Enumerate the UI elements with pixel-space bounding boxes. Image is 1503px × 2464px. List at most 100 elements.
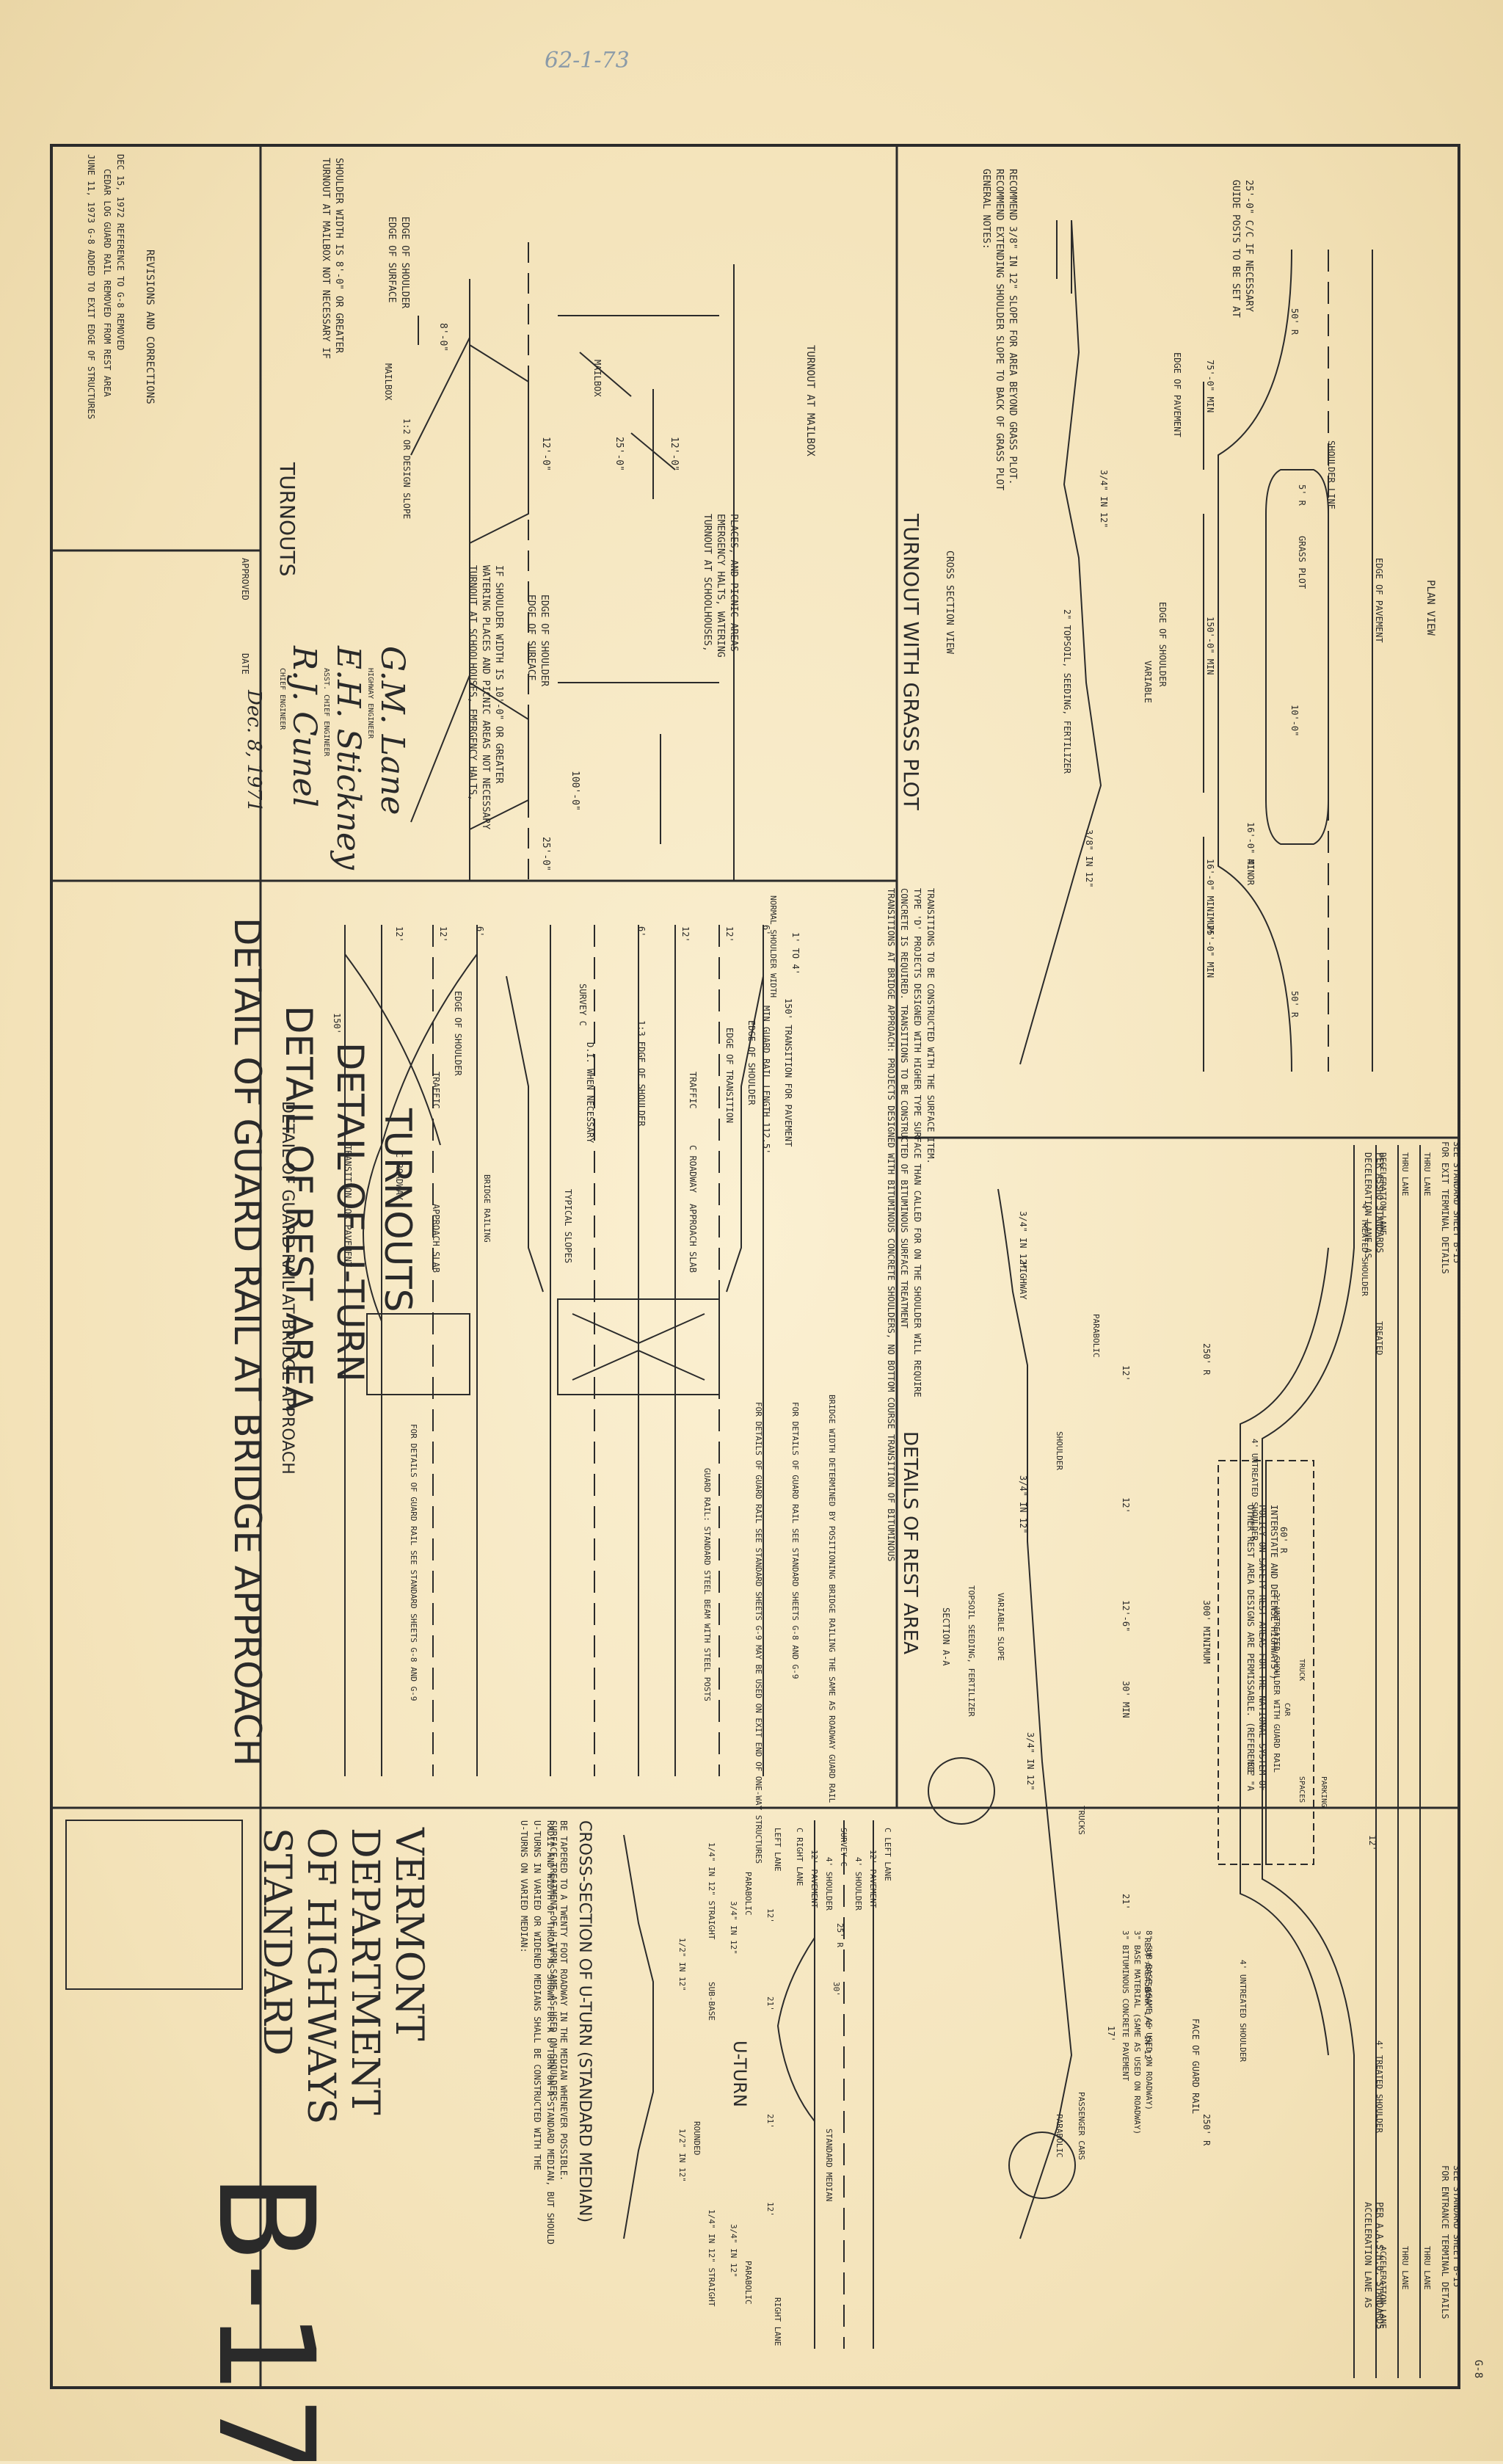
u-turn-labels: C LEFT LANE 12' PAVEMENT 4' SHOULDER SUR… <box>677 1828 892 2346</box>
u-turn-note: U-TURNS ON VARIED MEDIAN: <box>519 1820 529 1953</box>
dim-label: 3/4" IN 12" <box>1018 1211 1028 1269</box>
guard-rail-section: DETAIL OF GUARD RAIL AT BRIDGE APPROACH … <box>278 888 936 1864</box>
revisions-title: REVISIONS AND CORRECTIONS <box>144 250 156 404</box>
transition-pavement-label: TRANSITION FOR PAVEMENT <box>343 1145 353 1267</box>
bridge-railing-label: BRIDGE RAILING <box>482 1174 492 1243</box>
approach-slab-label: APPROACH SLAB <box>688 1204 698 1273</box>
dim-label: 250' R <box>1201 2114 1212 2146</box>
dim-label: 12' <box>1367 1835 1378 1851</box>
school-bottom-note: IF SHOULDER WIDTH IS 10'-0" OR GREATER <box>493 565 504 784</box>
title-line: TURNOUTS <box>376 1108 419 1312</box>
grass-plot-section-linework <box>1019 219 1102 1065</box>
rest-area-heading: DETAILS OF REST AREA <box>899 1431 921 1654</box>
dim-label: 12' <box>680 926 691 942</box>
dim-label: 75'-0" MIN <box>1205 360 1215 413</box>
topsoil-label: TOPSOIL SEEDING, FERTILIZER <box>967 1585 976 1717</box>
slope-label: 1/4" IN 12" STRAIGHT <box>707 2209 716 2307</box>
general-note: RECOMMEND 3/8" IN 12" SLOPE FOR AREA BEY… <box>1007 169 1018 484</box>
design-slope-label: 1:2 OR DESIGN SLOPE <box>401 418 412 519</box>
mailbox-note: TURNOUT AT MAILBOX NOT NECESSARY IF <box>320 158 331 359</box>
pavement-note: 3" BASE MATERIAL (SAME AS USED ON ROADWA… <box>1132 1930 1142 2134</box>
rest-area-section-linework <box>928 1188 1076 2239</box>
date-label: DATE <box>240 653 250 675</box>
shoulder-line-label: SHOULDER LINE <box>1326 440 1336 509</box>
dim-label: 6' <box>761 925 771 935</box>
school-bottom-note: WATERING PLACES AND PICNIC AREAS NOT NEC… <box>480 565 491 829</box>
lane-label: C LEFT LANE <box>883 1828 892 1881</box>
u-turn-section: U-TURN CROSS-SECTION OF U-TURN (STANDARD… <box>519 1820 892 2349</box>
roadway-label: C ROADWAY <box>394 1152 404 1201</box>
u-turn-note: U-TURNS IN VARIED OR WIDENED MEDIANS SHA… <box>532 1820 542 2170</box>
accel-note: PER A.A.S.H.O. STANDARDS <box>1375 2202 1385 2329</box>
dim-label: 12' <box>765 2202 775 2217</box>
turnouts-heading: TURNOUTS <box>275 462 299 576</box>
entrance-terminal-note: SEE STANDARD SHEET B-15 <box>1452 2165 1462 2287</box>
roadway-label: C ROADWAY <box>688 1145 698 1193</box>
rest-area-bank-label: REST AREA BANK 1/4" IN 12" <box>1143 1938 1152 2064</box>
shoulder-label: 4' SHOULDER <box>824 1857 834 1911</box>
dim-label: 5' R <box>1297 484 1307 506</box>
dim-label: 50' R <box>1289 991 1300 1018</box>
revision-line: CEDAR LOG GUARD RAIL REMOVED FROM REST A… <box>102 169 112 397</box>
dim-label: 75'-0" MIN <box>1205 925 1215 978</box>
edge-shoulder-label: EDGE OF SHOULDER <box>746 1020 757 1105</box>
dim-label: 6' <box>475 926 485 937</box>
grass-plot-label: GRASS PLOT <box>1297 536 1307 589</box>
dim-label: 16'-0" MIN <box>1245 822 1256 875</box>
rest-area-lane-labels: THRU LANE THRU LANE DECELERATION LANE TH… <box>941 1152 1432 2329</box>
typical-slopes-label: TYPICAL SLOPES <box>563 1189 573 1263</box>
topsoil-label: 2" TOPSOIL, SEEDING, FERTILIZER <box>1062 609 1072 774</box>
lane-label: DECELERATION LANE <box>1378 1152 1388 1235</box>
revision-line: JUNE 11, 1973 G-8 ADDED TO EXIT EDGE OF … <box>86 154 96 419</box>
slope-label: 1/2" IN 12" <box>677 2129 687 2182</box>
shoulder-label: 4' UNTREATED SHOULDER <box>1250 1439 1259 1541</box>
agency-line: OF HIGHWAYS <box>299 1828 343 2124</box>
guard-rail-lower-linework <box>344 925 478 1776</box>
dim-label: 100'-0" <box>569 771 581 811</box>
grass-plot-plan-linework <box>1203 249 1373 1072</box>
mailbox-label: MAILBOX <box>592 360 603 397</box>
edge-pavement-label: EDGE OF PAVEMENT <box>1374 558 1384 643</box>
grass-plot-labels: SHOULDER LINE EDGE OF PAVEMENT GRASS PLO… <box>1062 308 1384 1018</box>
dim-label: 12' <box>1121 1497 1131 1513</box>
highway-engineer-label: HIGHWAY ENGINEER <box>366 668 374 739</box>
edge-shoulder-label: EDGE OF SHOULDER <box>539 595 550 686</box>
variable-label: VARIABLE <box>1143 661 1153 703</box>
turnout-linework <box>410 242 735 881</box>
general-note: RECOMMEND EXTENDING SHOULDER SLOPE TO BA… <box>994 169 1005 490</box>
guard-rail-heading: DETAIL OF GUARD RAIL AT BRIDGE APPROACH <box>278 1101 296 1475</box>
corner-mark-block: G-8 <box>1472 2360 1484 2378</box>
other-designs-note: OTHER REST AREA DESIGNS ARE PERMISSABLE.… <box>1245 1505 1256 1792</box>
dim-label: 12' <box>724 926 735 942</box>
dim-label: 50' R <box>1289 308 1300 335</box>
shoulder-label: 4' TREATED SHOULDER <box>1375 2040 1384 2133</box>
passenger-cars-label: PASSENGER CARS <box>1077 2092 1086 2160</box>
general-notes-title: GENERAL NOTES: <box>980 169 991 250</box>
variable-slope-label: VARIABLE SLOPE <box>996 1593 1005 1661</box>
dim-label: 12' <box>394 926 404 942</box>
mailbox-note: SHOULDER WIDTH IS 8'-0" OR GREATER <box>333 158 344 353</box>
exit-terminal-note: SEE STANDARD SHEET B-15 <box>1452 1141 1462 1263</box>
edge-shoulder-label: EDGE OF SHOULDER <box>1157 602 1168 687</box>
dim-label: 21' <box>765 1996 775 2011</box>
turnout-dims: 8'-0" 12'-0" 25'-0" 12'-0" 100'-0" 25'-0… <box>437 323 680 871</box>
sheet-number: B-17 <box>189 2173 342 2461</box>
grass-plot-section: TURNOUT WITH GRASS PLOT PLAN VIEW CROSS … <box>899 169 1436 1072</box>
dim-label: 21' <box>1121 1894 1131 1910</box>
dim-label: 30' <box>831 1982 841 1996</box>
approval-date: Dec. 8, 1971 <box>243 689 265 813</box>
accel-note: ACCELERATION LANE AS <box>1363 2202 1373 2308</box>
dim-label: 12' <box>765 1908 775 1923</box>
asst-engineer-label: ASST. CHIEF ENGINEER <box>322 668 330 757</box>
transition-note: TRANSITIONS AT BRIDGE APPROACH: PROJECTS… <box>886 888 896 1562</box>
dim-label: 25' R <box>835 1923 845 1947</box>
guide-posts-note: 25'-0" C/C IF NECESSARY <box>1243 180 1254 312</box>
agency-block: VERMONT DEPARTMENT OF HIGHWAYS STANDARD <box>65 1820 431 2124</box>
pavement-note: 3" BITUMINOUS CONCRETE PAVEMENT <box>1121 1930 1130 2082</box>
lane-label: THRU LANE <box>1422 1152 1432 1196</box>
edge-shoulder-label: EDGE OF SHOULDER <box>453 991 463 1076</box>
exit-terminal-note: FOR EXIT TERMINAL DETAILS <box>1440 1141 1450 1274</box>
dim-label: 30' MIN <box>1121 1681 1131 1718</box>
